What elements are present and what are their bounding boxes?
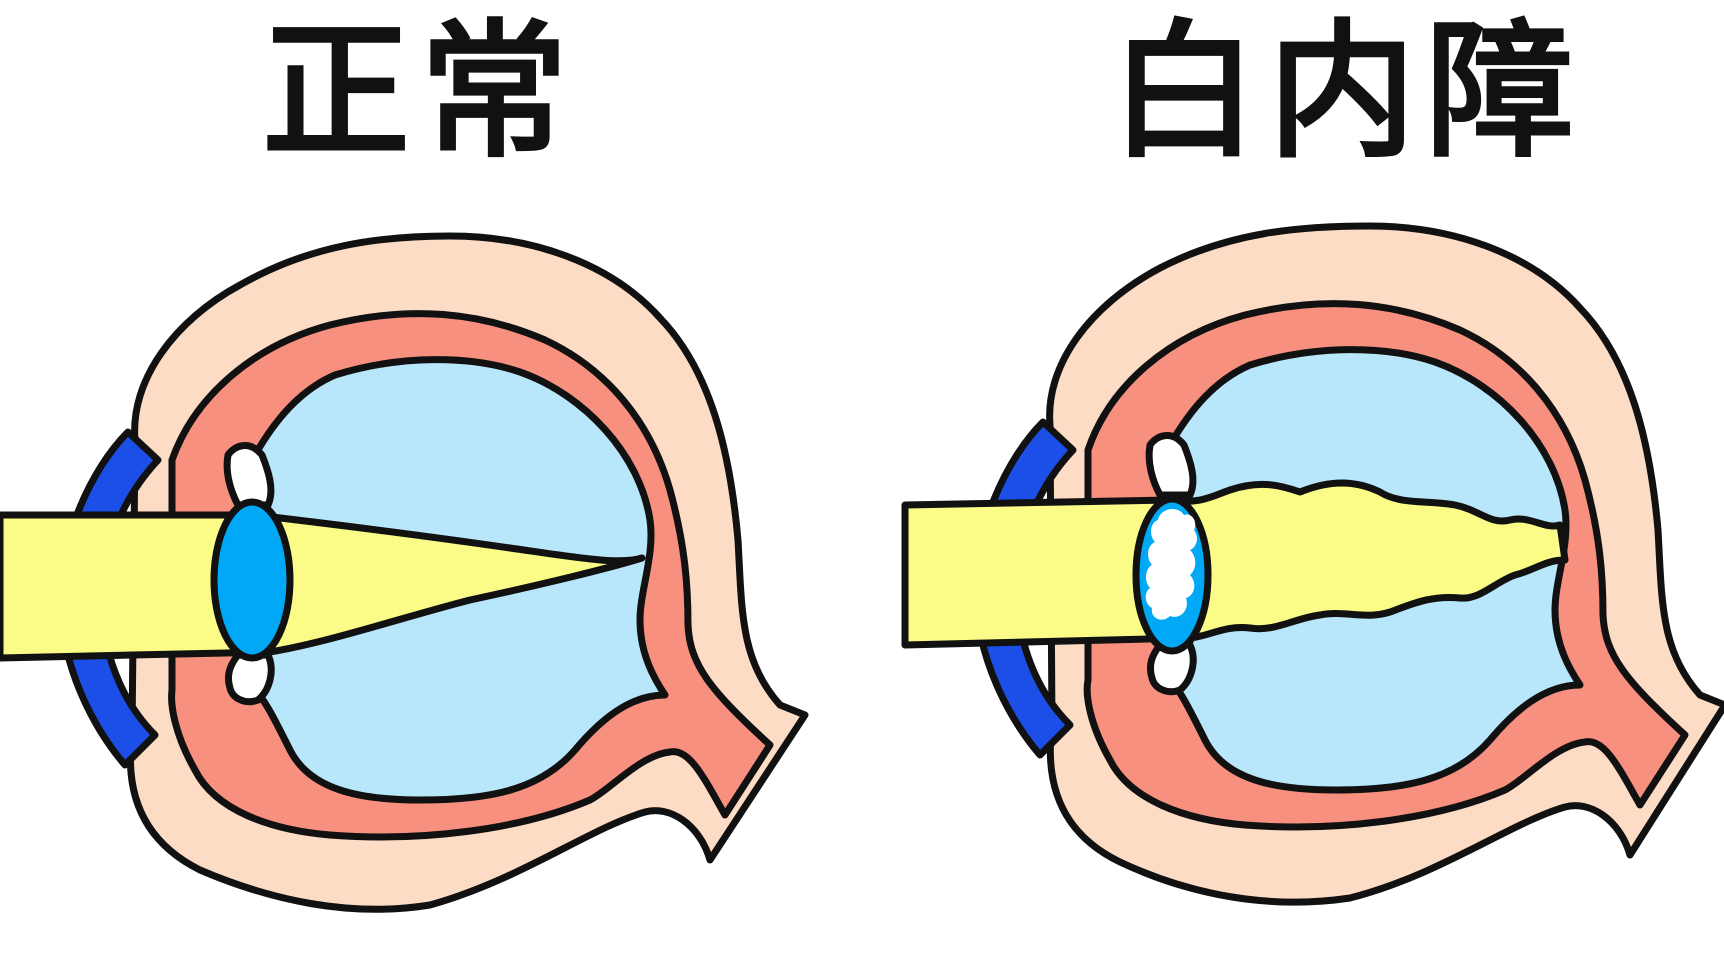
zonule-bottom xyxy=(1146,641,1197,696)
label-normal: 正常 xyxy=(262,6,578,178)
zonule-top xyxy=(223,442,275,509)
lens-normal xyxy=(210,498,294,662)
zonule-top xyxy=(1145,432,1197,499)
light-beam xyxy=(0,511,646,662)
lens-clouding xyxy=(1145,508,1197,620)
label-cataract: 白内障 xyxy=(1110,6,1584,178)
light-beam-scattered xyxy=(901,479,1569,649)
zonule-bottom xyxy=(224,651,275,706)
